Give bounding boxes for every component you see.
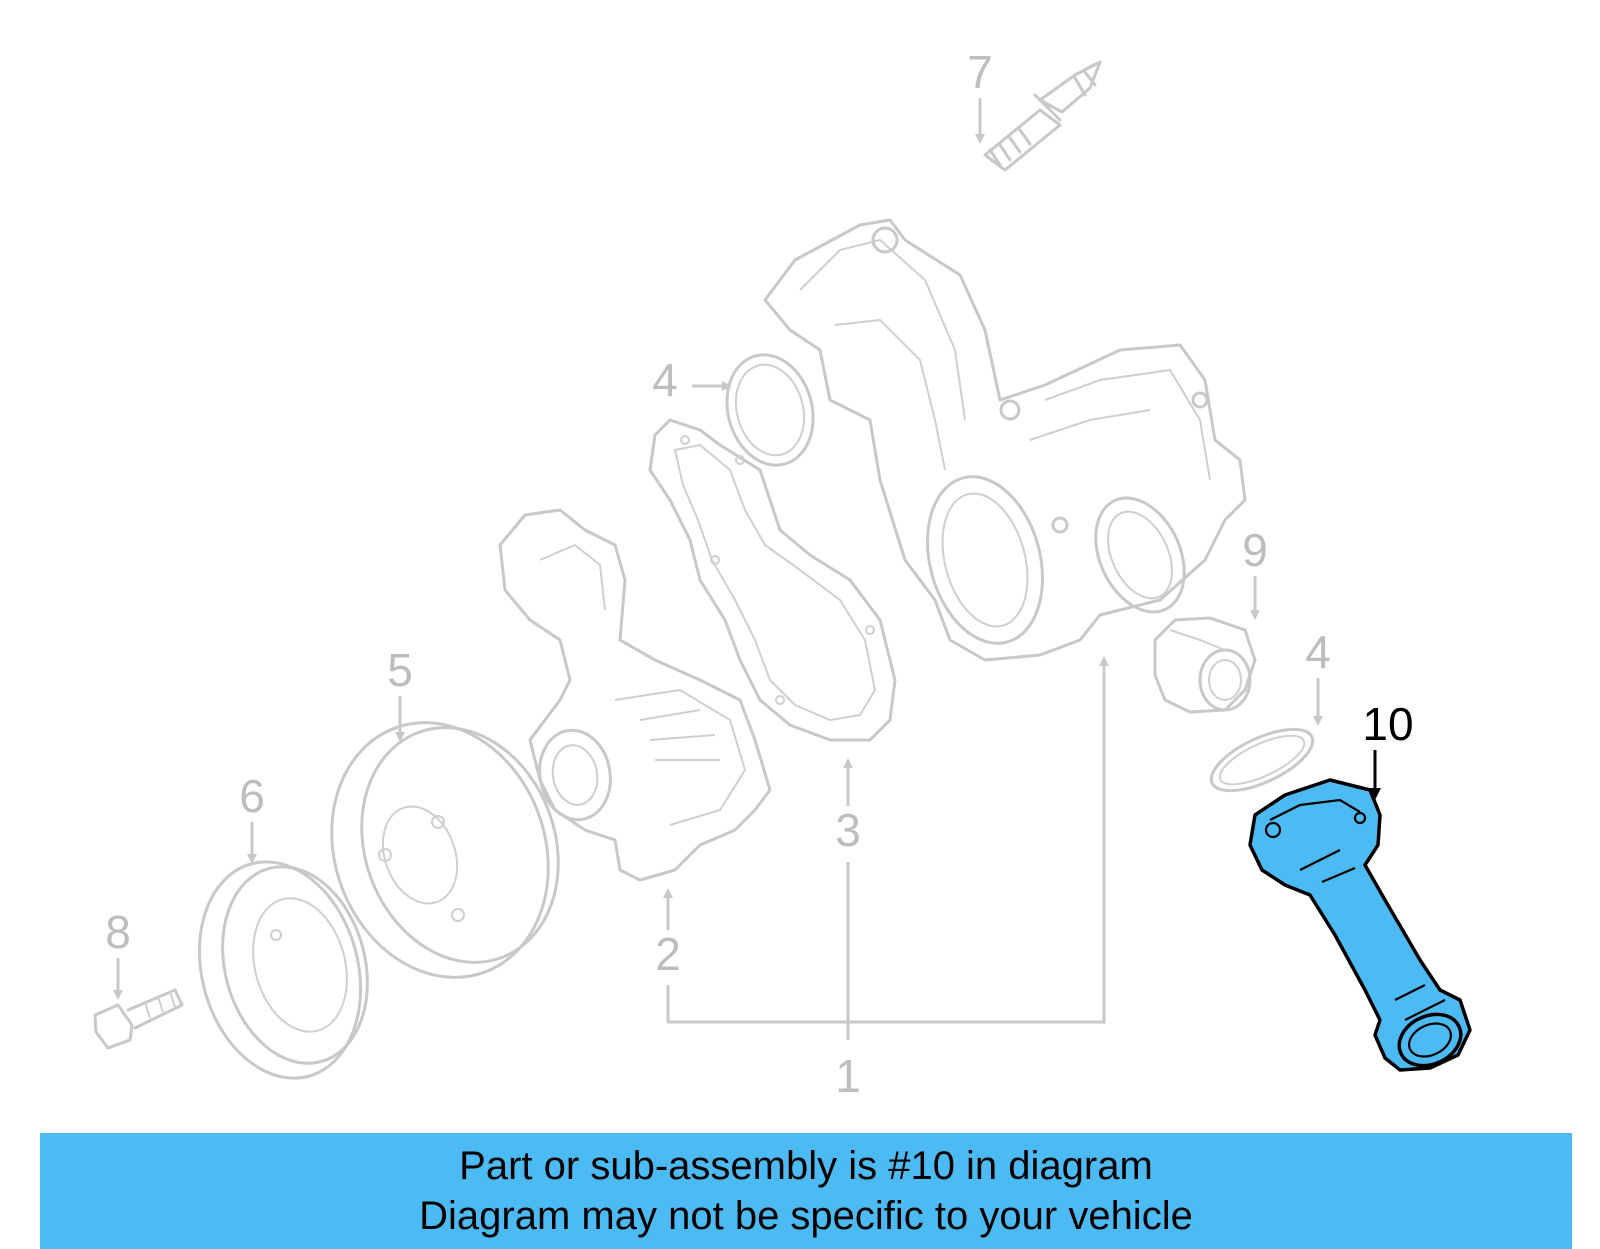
svg-text:4: 4 [652, 354, 678, 406]
callout-4-upper: 4 [652, 354, 732, 406]
info-banner: Part or sub-assembly is #10 in diagram D… [40, 1133, 1572, 1249]
banner-line-disclaimer: Diagram may not be specific to your vehi… [419, 1194, 1193, 1238]
callout-9: 9 [1242, 524, 1268, 620]
part-10-coolant-pipe [1248, 778, 1472, 1072]
part-2-water-pump [498, 508, 772, 882]
svg-text:5: 5 [387, 644, 413, 696]
part-3-gasket [648, 418, 897, 742]
part-1-thermostat-housing [763, 218, 1247, 662]
callout-10: 10 [1362, 698, 1414, 800]
part-4-seal-ring-upper [725, 353, 815, 467]
callout-7: 7 [967, 46, 993, 144]
callout-1: 1 [666, 656, 1109, 1102]
callout-3: 3 [835, 758, 861, 856]
part-7-stud-bolt [983, 60, 1102, 172]
callout-4-lower: 4 [1305, 626, 1331, 726]
svg-text:8: 8 [105, 906, 131, 958]
callout-5: 5 [387, 644, 413, 742]
part-6-pulley [197, 860, 369, 1080]
svg-text:7: 7 [967, 46, 993, 98]
part-5-pulley [330, 721, 560, 979]
part-8-bolt [93, 988, 184, 1050]
svg-text:9: 9 [1242, 524, 1268, 576]
svg-text:1: 1 [835, 1050, 861, 1102]
svg-text:3: 3 [835, 804, 861, 856]
svg-text:2: 2 [655, 928, 681, 980]
part-4-seal-ring-lower [1209, 727, 1315, 793]
callout-6: 6 [239, 770, 265, 864]
callout-8: 8 [105, 906, 131, 1000]
svg-text:6: 6 [239, 770, 265, 822]
part-9-thermostat [1153, 616, 1257, 714]
callout-2: 2 [655, 888, 681, 980]
svg-text:10: 10 [1362, 698, 1413, 750]
banner-line-part: Part or sub-assembly is #10 in diagram [459, 1144, 1153, 1188]
svg-text:4: 4 [1305, 626, 1331, 678]
